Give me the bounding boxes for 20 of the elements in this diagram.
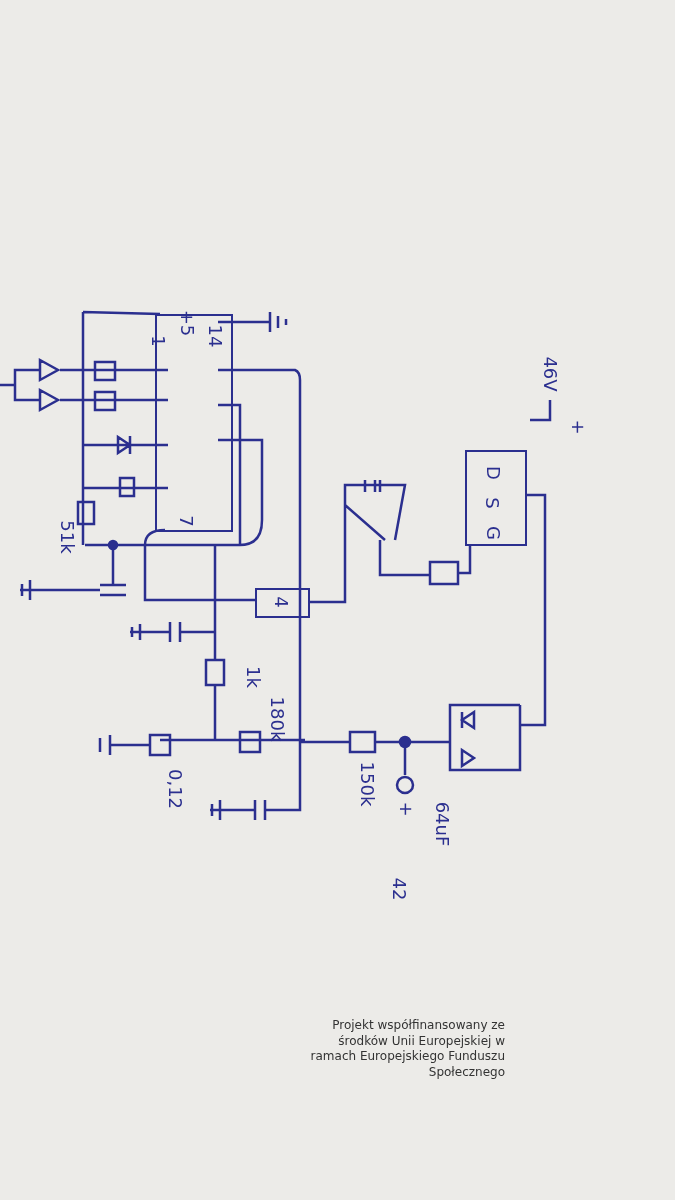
funding-note: Projekt współfinansowany ze środków Unii Europejskiej w ramach Europejskiego Funduszu Społecznego — [309, 1018, 505, 1081]
pin-number: 14 — [206, 324, 225, 348]
resistor-value: 150k — [358, 761, 377, 807]
pin-number: +5 — [178, 309, 197, 337]
terminal-letter: S — [482, 497, 501, 509]
value-label: 42 — [390, 877, 409, 901]
resistor-value: 1k — [243, 666, 262, 688]
resistor-box — [255, 588, 310, 618]
resistor-value: 0,12 — [166, 768, 185, 810]
plus-sign: + — [568, 419, 587, 435]
capacitor-value: 64uF — [433, 801, 452, 847]
transistor-box — [465, 450, 527, 546]
value-text: 4 — [271, 596, 290, 608]
resistor-value: 51k — [57, 520, 76, 554]
voltage-label: 46V — [540, 356, 559, 392]
pin-number: 7 — [176, 515, 195, 527]
terminal-letter: D — [483, 466, 502, 480]
resistor-value: 180k — [268, 696, 287, 742]
plus-sign: + — [396, 801, 415, 817]
terminal-letter: G — [484, 526, 502, 540]
